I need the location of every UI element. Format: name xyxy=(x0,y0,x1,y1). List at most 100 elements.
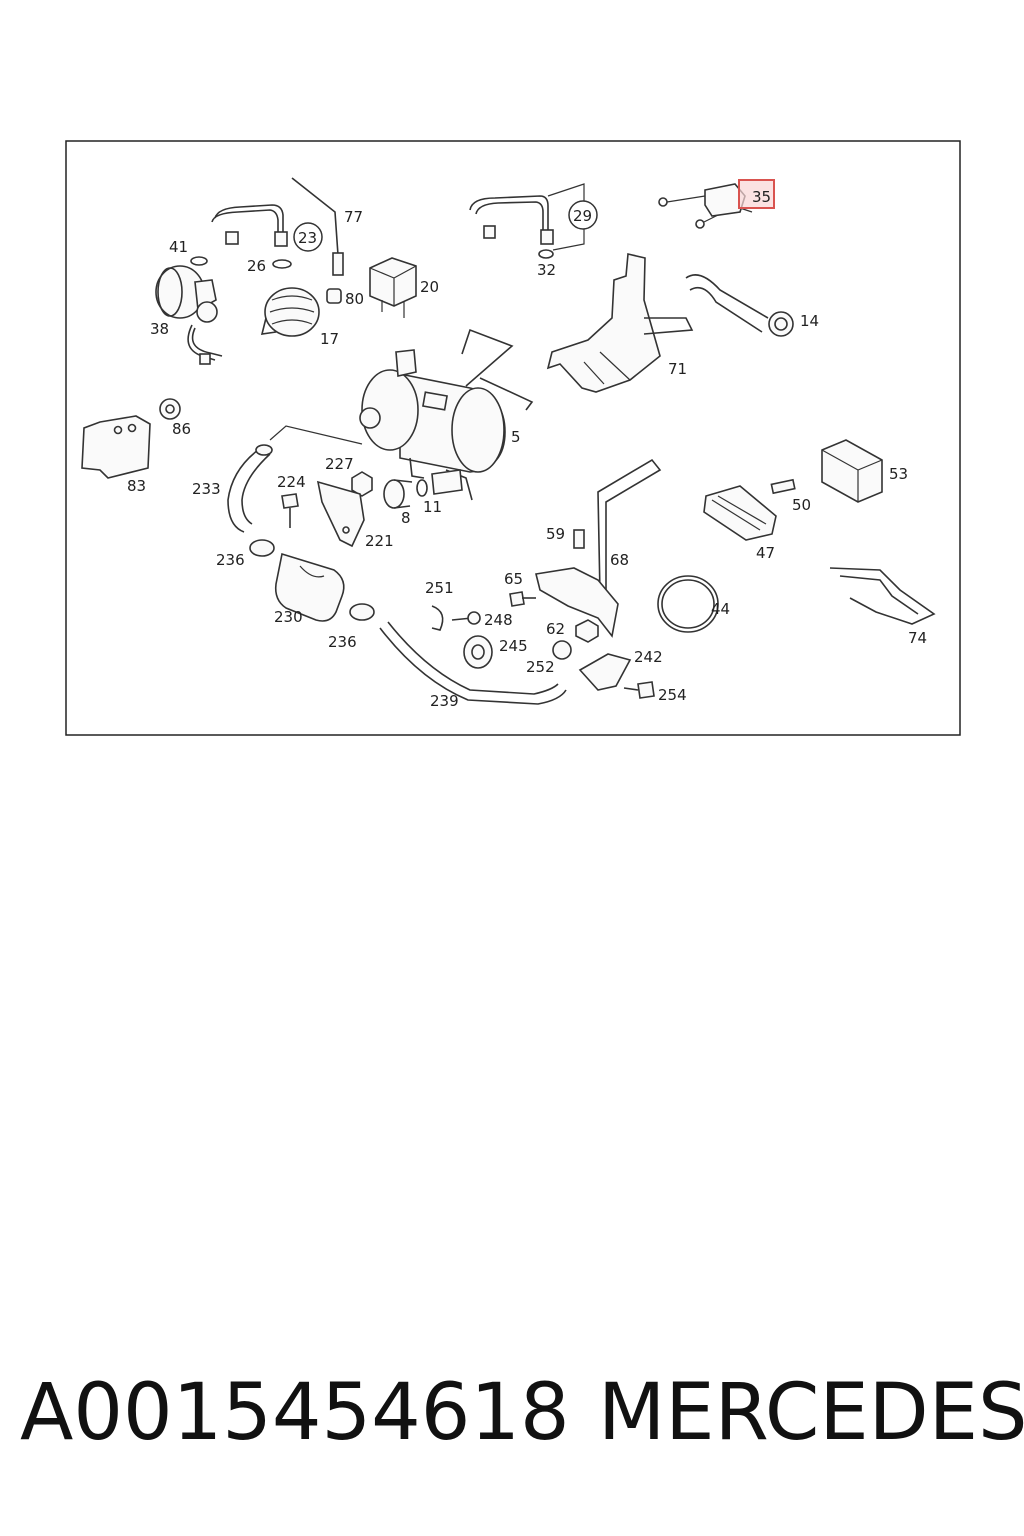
part-242-bracket xyxy=(578,653,632,691)
part-35-body xyxy=(704,183,746,217)
label-35: 35 xyxy=(752,188,771,206)
label-227: 227 xyxy=(325,455,354,473)
part-5-front xyxy=(361,369,419,451)
part-32-washer xyxy=(538,249,554,259)
parts-diagram: 77 23 41 26 80 20 38 17 29 32 35 14 71 8… xyxy=(65,140,961,736)
part-71-arm xyxy=(643,317,694,335)
part-77-sleeve xyxy=(332,252,344,276)
label-74: 74 xyxy=(908,629,927,647)
label-248: 248 xyxy=(484,611,513,629)
part-38-front xyxy=(157,267,183,317)
label-59: 59 xyxy=(546,525,565,543)
part-245-hole xyxy=(471,644,485,660)
part-17-ribs xyxy=(269,295,315,325)
part-14-hose xyxy=(685,274,769,333)
part-254-shank xyxy=(623,687,639,691)
label-224: 224 xyxy=(277,473,306,491)
label-47: 47 xyxy=(756,544,775,562)
part-20-relay xyxy=(369,257,417,307)
part-65-bolt xyxy=(509,591,525,607)
label-233: 233 xyxy=(192,480,221,498)
part-20-pins xyxy=(381,300,405,318)
label-41: 41 xyxy=(169,238,188,256)
part-23-circle xyxy=(293,222,323,252)
part-29-circle xyxy=(568,200,598,230)
label-86: 86 xyxy=(172,420,191,438)
part-38-connector xyxy=(199,353,211,365)
part-230-detail xyxy=(299,565,325,578)
part-62-nut xyxy=(575,619,599,643)
part-41-washer xyxy=(190,256,208,266)
label-242: 242 xyxy=(634,648,663,666)
part-14-end-inner xyxy=(774,317,788,331)
part-23-fitting-a xyxy=(225,231,239,245)
part-29-line-2 xyxy=(475,201,544,232)
part-233-hose xyxy=(227,449,271,533)
part-5-label xyxy=(422,391,448,411)
part-5-end xyxy=(451,387,505,473)
label-29: 29 xyxy=(573,207,592,225)
label-71: 71 xyxy=(668,360,687,378)
label-245: 245 xyxy=(499,637,528,655)
part-239-pipe xyxy=(379,621,567,705)
label-17: 17 xyxy=(320,330,339,348)
part-23-line-2 xyxy=(211,209,279,236)
label-53: 53 xyxy=(889,465,908,483)
label-50: 50 xyxy=(792,496,811,514)
part-35-ring-b xyxy=(695,219,705,229)
label-8: 8 xyxy=(401,509,411,527)
label-5: 5 xyxy=(511,428,521,446)
part-5-bracket xyxy=(461,328,534,411)
label-32: 32 xyxy=(537,261,556,279)
part-236-clamp-bottom xyxy=(349,603,375,621)
part-11-fitting xyxy=(431,469,463,495)
part-221-hole xyxy=(342,526,350,534)
footer: A0015454618 MERCEDES xyxy=(20,1368,1024,1468)
part-50-screw xyxy=(770,478,796,495)
label-26: 26 xyxy=(247,257,266,275)
brand-name: MERCEDES xyxy=(598,1368,1024,1458)
part-23-line xyxy=(214,204,284,235)
label-80: 80 xyxy=(345,290,364,308)
part-252-nut xyxy=(552,640,572,660)
label-65: 65 xyxy=(504,570,523,588)
part-59-screw xyxy=(573,529,585,549)
part-44-clamp xyxy=(657,575,719,633)
part-8-body xyxy=(393,479,413,509)
part-86-nut xyxy=(159,398,181,420)
label-11: 11 xyxy=(423,498,442,516)
leader-227 xyxy=(269,425,363,445)
label-38: 38 xyxy=(150,320,169,338)
label-236-top: 236 xyxy=(216,551,245,569)
part-74-harness xyxy=(829,567,936,625)
part-number: A0015454618 xyxy=(20,1368,570,1458)
part-83-bracket xyxy=(81,415,151,479)
part-14-end xyxy=(768,311,794,337)
part-17-body xyxy=(264,287,320,337)
part-227-nut xyxy=(351,471,373,497)
part-71-bracket xyxy=(546,253,661,393)
label-83: 83 xyxy=(127,477,146,495)
label-44: 44 xyxy=(711,600,730,618)
label-254: 254 xyxy=(658,686,687,704)
part-68-plate xyxy=(535,567,619,638)
highlight-box-35 xyxy=(738,179,775,209)
part-29-fitting-b xyxy=(540,229,554,245)
part-29-line xyxy=(469,195,549,232)
part-5-top xyxy=(395,349,417,377)
part-236-clamp-top xyxy=(249,539,275,557)
part-77-pipe xyxy=(291,177,339,256)
part-251-clip xyxy=(431,605,444,631)
diagram-frame xyxy=(65,140,961,736)
label-236-bottom: 236 xyxy=(328,633,357,651)
part-47-connector xyxy=(703,485,777,541)
part-221-bracket xyxy=(316,480,365,548)
part-11-ring xyxy=(416,479,428,497)
label-251: 251 xyxy=(425,579,454,597)
part-254-bolt xyxy=(637,681,655,699)
part-53-module xyxy=(821,439,883,503)
part-47-detail xyxy=(711,495,767,531)
part-224-bolt xyxy=(281,493,299,509)
part-245-grommet xyxy=(463,635,493,669)
label-252: 252 xyxy=(526,658,555,676)
